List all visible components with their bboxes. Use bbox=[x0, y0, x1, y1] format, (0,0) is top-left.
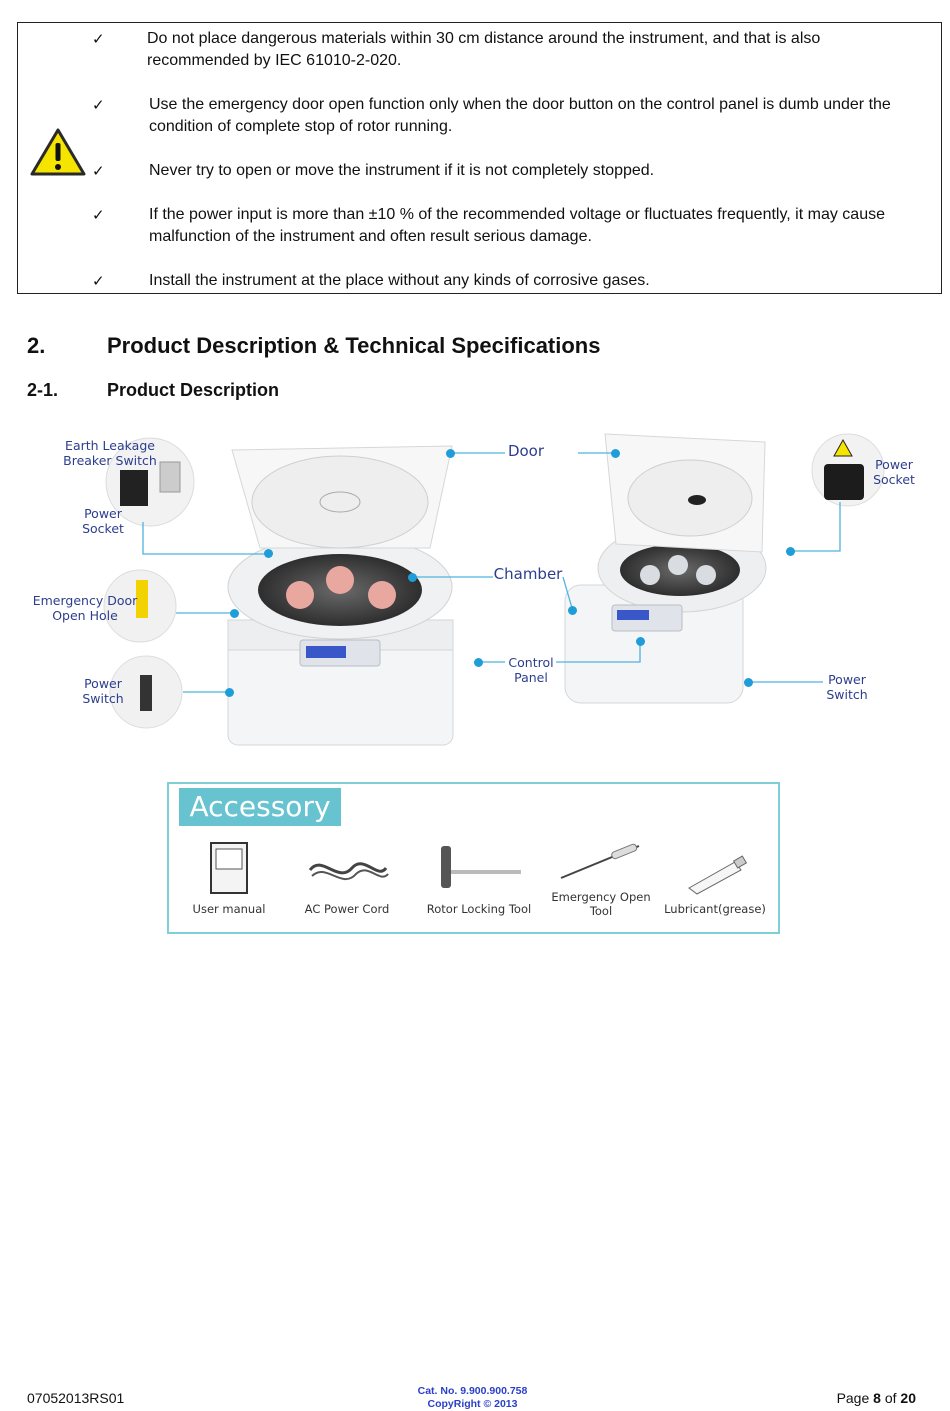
accessory-item: AC Power Cord bbox=[287, 840, 407, 916]
callout-chamber: Chamber bbox=[493, 565, 563, 583]
subsection-title: Product Description bbox=[107, 380, 280, 400]
page-prefix: Page bbox=[836, 1390, 874, 1406]
warning-box bbox=[17, 22, 942, 294]
warning-text: Install the instrument at the place with… bbox=[149, 272, 650, 289]
callout-power-socket-left: Power Socket bbox=[82, 506, 124, 536]
accessory-label: Emergency Open Tool bbox=[551, 890, 651, 918]
warning-text: Never try to open or move the instrument… bbox=[149, 162, 655, 179]
callout-dot bbox=[474, 658, 483, 667]
section-number: 2. bbox=[27, 333, 46, 358]
product-illustration bbox=[103, 433, 885, 746]
check-icon: ✓ bbox=[92, 96, 105, 114]
warning-item: ✓ Do not place dangerous materials withi… bbox=[92, 28, 924, 72]
callout-power-socket-right: Power Socket bbox=[873, 457, 915, 487]
warning-text: Use the emergency door open function onl… bbox=[149, 96, 891, 135]
accessory-label: Rotor Locking Tool bbox=[426, 902, 532, 916]
warning-text: If the power input is more than ±10 % of… bbox=[149, 206, 885, 245]
lubricant-tube-icon bbox=[688, 855, 748, 895]
callout-dot bbox=[636, 637, 645, 646]
footer-catalog: Cat. No. 9.900.900.758 CopyRight © 2013 bbox=[395, 1385, 550, 1411]
accessory-box: Accessory User manual AC Power Cord Roto… bbox=[167, 782, 780, 934]
page-of: of bbox=[880, 1390, 901, 1406]
callout-door: Door bbox=[507, 442, 545, 460]
page-current: 8 bbox=[873, 1390, 881, 1406]
callout-power-switch-right: Power Switch bbox=[826, 672, 868, 702]
callout-dot bbox=[446, 449, 455, 458]
page-indicator: Page 8 of 20 bbox=[837, 1390, 916, 1406]
warning-item: ✓ If the power input is more than ±10 % … bbox=[92, 204, 924, 248]
callout-earth-leakage: Earth Leakage Breaker Switch bbox=[63, 438, 157, 468]
check-icon: ✓ bbox=[92, 162, 105, 180]
copyright-text: CopyRight © 2013 bbox=[427, 1398, 518, 1410]
power-cord-icon bbox=[308, 862, 389, 881]
user-manual-icon bbox=[210, 842, 248, 894]
warning-item: ✓ Install the instrument at the place wi… bbox=[92, 270, 924, 292]
accessory-label: AC Power Cord bbox=[304, 902, 390, 916]
callout-emergency-hole: Emergency Door Open Hole bbox=[32, 593, 138, 623]
callout-dot bbox=[611, 449, 620, 458]
warning-item: ✓ Never try to open or move the instrume… bbox=[92, 160, 924, 182]
accessory-title: Accessory bbox=[179, 788, 341, 826]
accessory-item: Lubricant(grease) bbox=[655, 840, 775, 916]
callout-dot bbox=[230, 609, 239, 618]
subsection-number: 2-1. bbox=[27, 380, 59, 400]
warning-triangle-icon bbox=[30, 128, 86, 176]
accessory-item: User manual bbox=[169, 840, 289, 916]
section-title: Product Description & Technical Specific… bbox=[107, 333, 601, 358]
callout-dot bbox=[786, 547, 795, 556]
accessory-label: Lubricant(grease) bbox=[664, 902, 766, 916]
warning-text: Do not place dangerous materials within … bbox=[147, 30, 821, 69]
check-icon: ✓ bbox=[92, 272, 105, 290]
catalog-number: Cat. No. 9.900.900.758 bbox=[417, 1385, 528, 1397]
callout-dot bbox=[568, 606, 577, 615]
check-icon: ✓ bbox=[92, 30, 105, 48]
rotor-locking-tool-icon bbox=[441, 846, 521, 888]
emergency-open-tool-icon bbox=[560, 843, 640, 879]
callout-dot bbox=[264, 549, 273, 558]
callout-power-switch-left: Power Switch bbox=[82, 676, 124, 706]
callout-control-panel: Control Panel bbox=[508, 655, 554, 685]
callout-dot bbox=[225, 688, 234, 697]
callout-dot bbox=[744, 678, 753, 687]
page-total: 20 bbox=[900, 1390, 916, 1406]
accessory-label: User manual bbox=[192, 902, 266, 916]
footer-doc-code: 07052013RS01 bbox=[27, 1390, 125, 1406]
callout-dot bbox=[408, 573, 417, 582]
check-icon: ✓ bbox=[92, 206, 105, 224]
accessory-item: Emergency Open Tool bbox=[541, 840, 661, 918]
warning-item: ✓ Use the emergency door open function o… bbox=[92, 94, 924, 138]
accessory-item: Rotor Locking Tool bbox=[419, 840, 539, 916]
product-figure: Earth Leakage Breaker Switch Power Socke… bbox=[0, 420, 950, 760]
